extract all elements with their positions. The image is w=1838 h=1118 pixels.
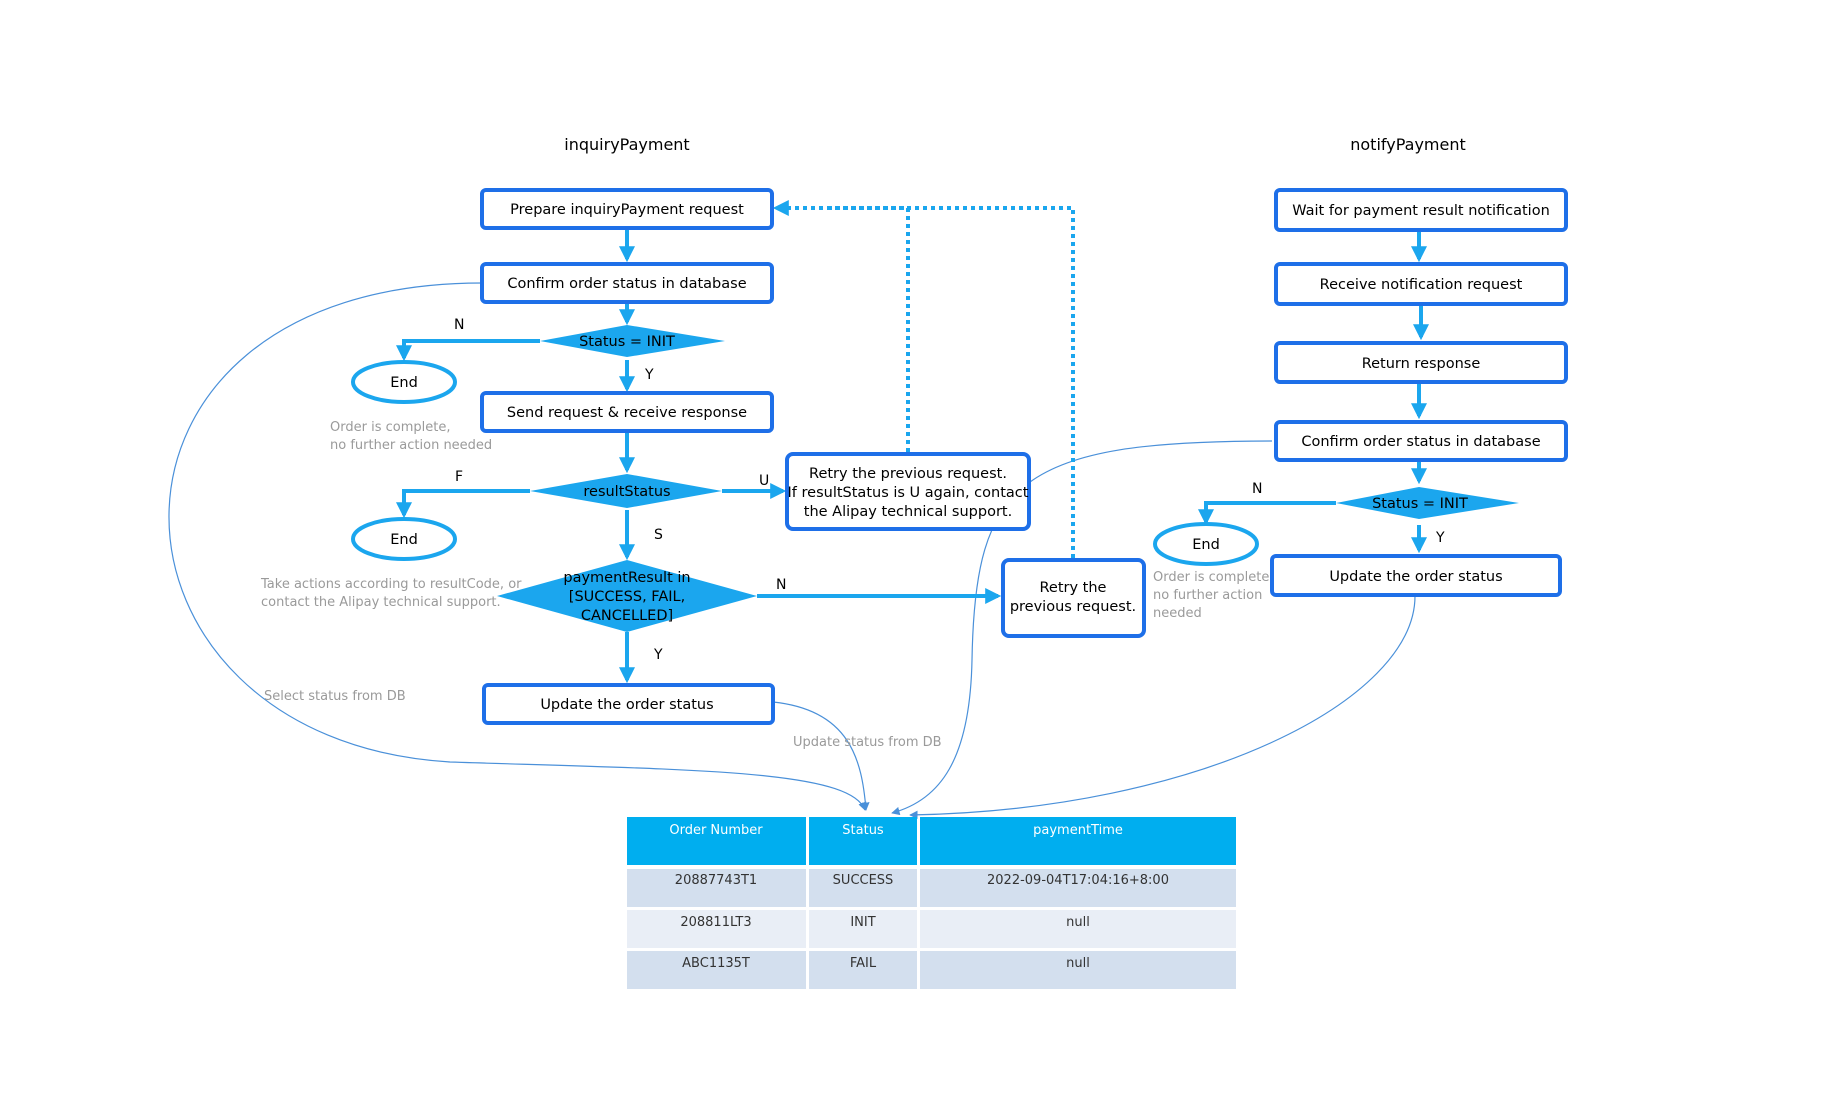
retry-u-line-3: the Alipay technical support. <box>804 504 1012 520</box>
end-2-label: End <box>390 532 418 548</box>
notify-update-order-label: Update the order status <box>1329 569 1502 585</box>
table-row: 208811LT3 INIT null <box>627 910 1236 948</box>
edge-label-n2: N <box>776 577 786 593</box>
end-1-label: End <box>390 375 418 391</box>
retry-u-line-1: Retry the previous request. <box>809 466 1007 482</box>
notify-edge-label-y: Y <box>1435 530 1445 546</box>
notify-note-3: needed <box>1153 606 1202 621</box>
update-order-box-left: Update the order status <box>482 683 775 725</box>
retry-n-loop <box>772 200 1075 558</box>
confirm-order-box: Confirm order status in database <box>480 262 774 304</box>
edge-label-f: F <box>455 469 463 485</box>
notify-note-2: no further action <box>1153 588 1262 603</box>
table-header-order-number: Order Number <box>669 823 763 838</box>
table-cell: 2022-09-04T17:04:16+8:00 <box>987 873 1169 888</box>
table-cell: ABC1135T <box>682 956 750 971</box>
table-header-cell-order-number <box>627 817 806 865</box>
table-cell: SUCCESS <box>833 873 894 888</box>
notify-note-1: Order is complete, <box>1153 570 1273 585</box>
table-cell: 208811LT3 <box>680 915 751 930</box>
notify-edge-label-n: N <box>1252 481 1262 497</box>
table-header-cell-status <box>809 817 917 865</box>
receive-notification-label: Receive notification request <box>1320 277 1523 293</box>
payment-result-diamond: paymentResult in [SUCCESS, FAIL, CANCELL… <box>497 560 757 632</box>
payment-result-line-1: paymentResult in <box>563 570 690 586</box>
update-status-label: Update status from DB <box>793 735 942 750</box>
retry-loops <box>772 200 1075 558</box>
notify-confirm-order-box: Confirm order status in database <box>1274 420 1568 462</box>
select-status-curve <box>168 282 867 811</box>
receive-notification-box: Receive notification request <box>1274 262 1568 306</box>
retry-n-box: Retry the previous request. <box>1001 558 1146 638</box>
send-request-label: Send request & receive response <box>507 405 747 421</box>
wait-notification-box: Wait for payment result notification <box>1274 188 1568 232</box>
notify-update-order-box: Update the order status <box>1270 554 1562 597</box>
retry-u-loop <box>830 206 910 452</box>
note-take-actions-2: contact the Alipay technical support. <box>261 595 501 610</box>
update-status-curve <box>772 701 870 811</box>
retry-u-box: Retry the previous request. If resultSta… <box>785 452 1031 531</box>
return-response-box: Return response <box>1274 341 1568 384</box>
status-init-diamond: Status = INIT <box>540 325 725 357</box>
table-header-payment-time: paymentTime <box>1033 823 1123 838</box>
notify-confirm-order-label: Confirm order status in database <box>1301 434 1540 450</box>
note-take-actions-1: Take actions according to resultCode, or <box>260 577 522 592</box>
result-status-diamond: resultStatus <box>530 474 722 508</box>
order-table: Order Number Status paymentTime 20887743… <box>627 817 1236 989</box>
edge-label-y1: Y <box>644 367 654 383</box>
status-init-label: Status = INIT <box>579 334 675 350</box>
retry-n-line-2: previous request. <box>1010 599 1136 615</box>
edge-label-s: S <box>654 527 663 543</box>
prepare-request-box: Prepare inquiryPayment request <box>480 188 774 230</box>
confirm-order-label: Confirm order status in database <box>507 276 746 292</box>
note-order-complete-2: no further action needed <box>330 438 492 453</box>
payment-result-line-2: [SUCCESS, FAIL, <box>569 589 685 605</box>
payment-result-line-3: CANCELLED] <box>581 608 673 624</box>
retry-u-line-2: If resultStatus is U again, contact <box>788 485 1029 501</box>
select-status-label: Select status from DB <box>264 689 406 704</box>
notify-status-init-diamond: Status = INIT <box>1336 487 1519 519</box>
table-cell: 20887743T1 <box>675 873 757 888</box>
table-header-status: Status <box>842 823 884 838</box>
table-header-cell-payment-time <box>920 817 1236 865</box>
wait-notification-label: Wait for payment result notification <box>1292 203 1550 219</box>
notify-status-init-label: Status = INIT <box>1372 496 1468 512</box>
notify-title: notifyPayment <box>1350 135 1466 154</box>
end-ellipse-2: End <box>351 517 457 561</box>
edge-label-n1: N <box>454 317 464 333</box>
inquiry-title: inquiryPayment <box>564 135 689 154</box>
note-order-complete-1: Order is complete, <box>330 420 450 435</box>
retry-n-line-1: Retry the <box>1040 580 1107 596</box>
end-ellipse-1: End <box>351 360 457 404</box>
notify-arrows <box>1198 230 1429 554</box>
notify-update-curve <box>909 595 1416 820</box>
result-status-label: resultStatus <box>583 484 670 500</box>
edge-label-y2: Y <box>653 647 663 663</box>
table-row: ABC1135T FAIL null <box>627 951 1236 989</box>
prepare-request-label: Prepare inquiryPayment request <box>510 202 744 218</box>
table-cell: null <box>1066 956 1090 971</box>
table-cell: INIT <box>850 915 875 930</box>
table-row: 20887743T1 SUCCESS 2022-09-04T17:04:16+8… <box>627 869 1236 907</box>
table-cell: FAIL <box>850 956 877 971</box>
send-request-box: Send request & receive response <box>480 391 774 433</box>
inquiry-arrows <box>396 230 1002 684</box>
notify-end-label: End <box>1192 537 1220 553</box>
update-order-label-left: Update the order status <box>540 697 713 713</box>
table-cell: null <box>1066 915 1090 930</box>
return-response-label: Return response <box>1362 356 1481 372</box>
notify-end-ellipse: End <box>1153 522 1259 566</box>
edge-label-u: U <box>759 473 769 489</box>
